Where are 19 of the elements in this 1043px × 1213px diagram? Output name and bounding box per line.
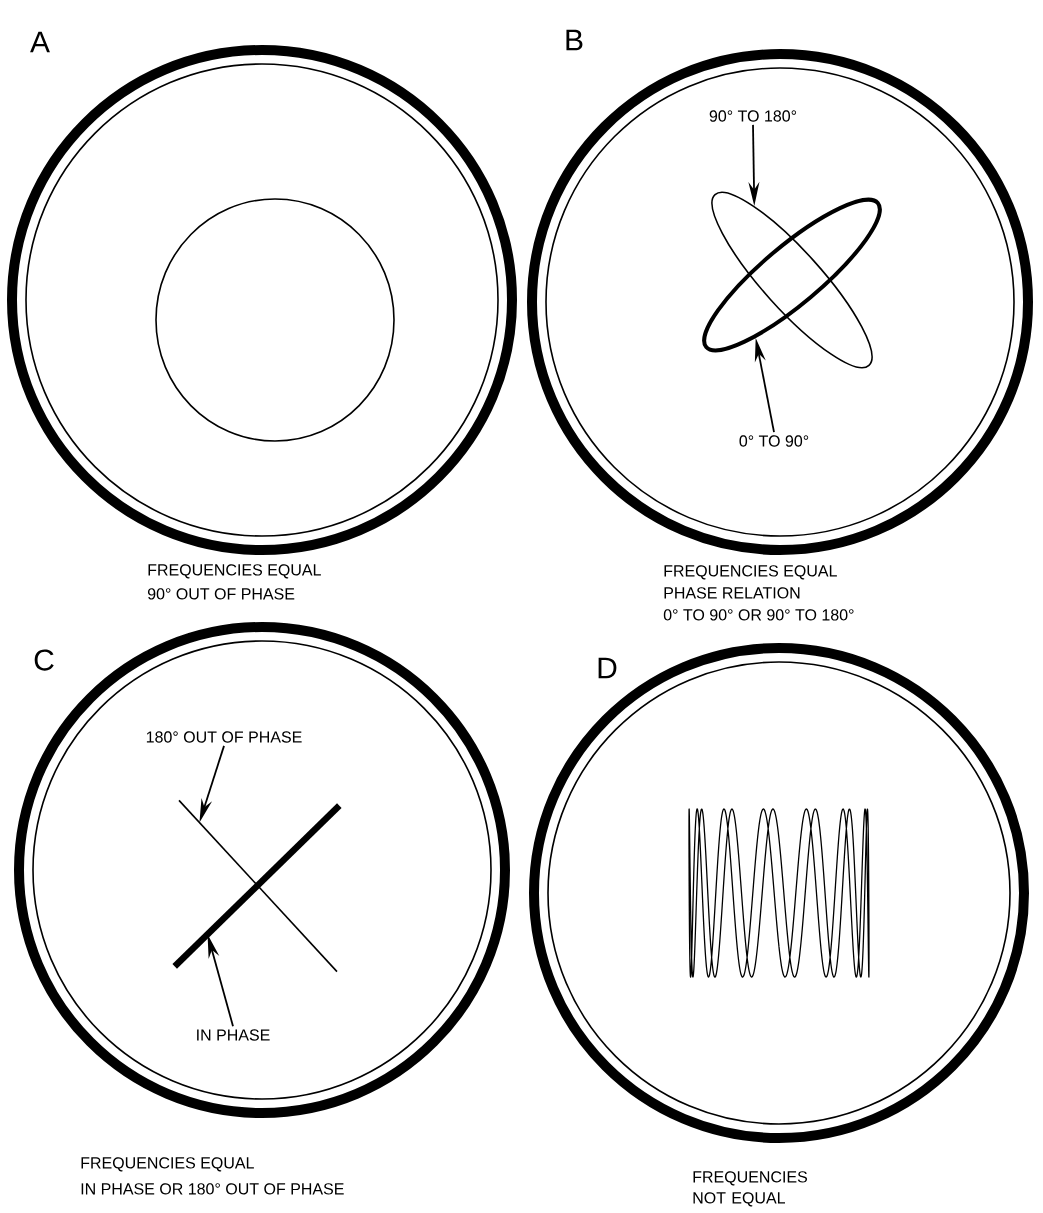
ellipse-trace: [702, 197, 882, 353]
caption-text: FREQUENCIES EQUAL: [664, 565, 837, 580]
circle-trace: [155, 198, 395, 442]
pointer-label: 180° OUT OF PHASE: [146, 731, 302, 743]
panel-letter: A: [30, 31, 50, 53]
panel-letter: D: [598, 657, 617, 679]
pointer-label: 0° TO 90°: [739, 435, 809, 447]
pointer-label: IN PHASE: [197, 1029, 270, 1041]
panel-letter: C: [34, 649, 54, 671]
ellipse-trace: [711, 191, 873, 369]
caption-text: FREQUENCIES NOT EQUAL: [693, 1171, 808, 1207]
caption-text: PHASE RELATION: [664, 587, 800, 599]
caption-text: FREQUENCIES EQUAL: [148, 564, 321, 579]
caption-text: IN PHASE OR 180° OUT OF PHASE: [81, 1183, 344, 1195]
panel-letter: B: [566, 29, 583, 51]
caption-text: 0° TO 90° OR 90° TO 180°: [663, 609, 854, 621]
caption-text: 90° OUT OF PHASE: [147, 588, 295, 600]
pointer-label: 90° TO 180°: [709, 110, 797, 122]
caption-text: FREQUENCIES EQUAL: [81, 1157, 254, 1172]
